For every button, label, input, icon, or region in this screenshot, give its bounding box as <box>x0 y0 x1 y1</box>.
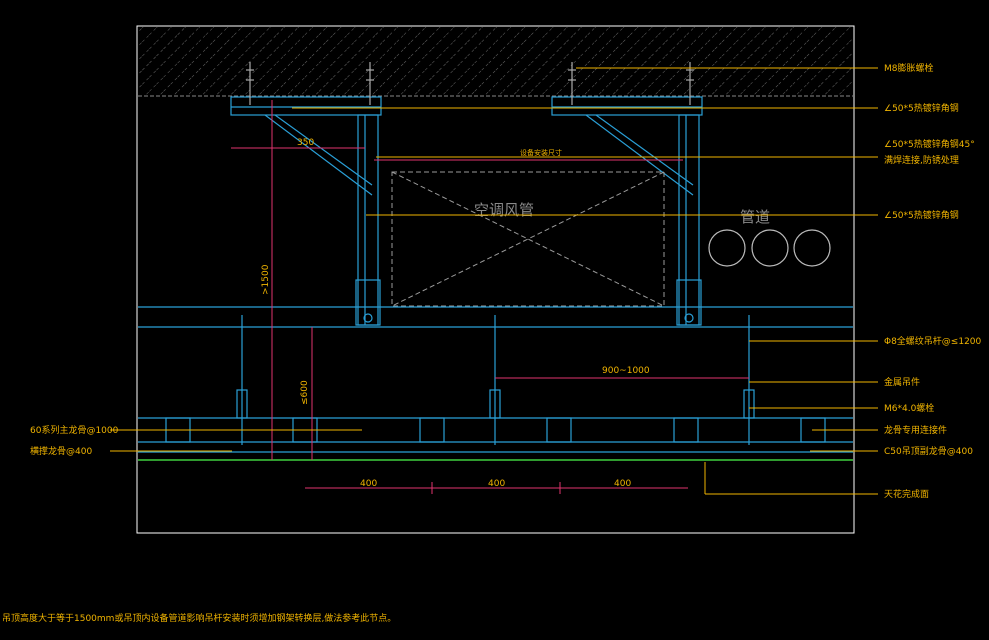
label-angle-steel-45-2: 满焊连接,防锈处理 <box>884 154 959 166</box>
label-threaded-rod: Φ8全螺纹吊杆@≤1200 <box>884 335 982 347</box>
dim-height-over: >1500 <box>261 264 271 295</box>
dimension-lines <box>231 100 749 494</box>
label-c50-keel: C50吊顶副龙骨@400 <box>884 445 973 457</box>
air-duct <box>391 171 665 307</box>
dim-keel-2: 400 <box>488 479 505 489</box>
pipes <box>708 229 831 267</box>
pipe-label: 管道 <box>740 208 770 226</box>
label-angle-steel-top: ∠50*5热镀锌角钢 <box>884 102 959 114</box>
anchor-bolts <box>246 62 694 105</box>
label-angle-steel-mid: ∠50*5热镀锌角钢 <box>884 209 959 221</box>
label-angle-steel-45: ∠50*5热镀锌角钢45° <box>884 138 975 150</box>
dim-duct-top: 设备安装尺寸 <box>520 148 562 157</box>
label-anchor-bolt: M8膨胀螺栓 <box>884 62 934 74</box>
right-steel-frame <box>551 96 703 326</box>
hanger-rods <box>236 315 755 445</box>
dim-bracket-offset: 350 <box>297 138 314 148</box>
duct-label: 空调风管 <box>474 201 534 219</box>
label-cross-keel: 横撑龙骨@400 <box>30 445 92 457</box>
label-main-keel: 60系列主龙骨@1000 <box>30 424 119 436</box>
drawing-frame <box>136 25 855 534</box>
label-metal-hanger: 金属吊件 <box>884 376 920 388</box>
footnote: 吊顶高度大于等于1500mm或吊顶内设备管道影响吊杆安装时须增加钢架转换层,做法… <box>2 612 396 624</box>
dim-hanger-height: ≤600 <box>300 380 310 405</box>
dim-hanger-spacing: 900~1000 <box>602 366 650 376</box>
dim-keel-3: 400 <box>614 479 631 489</box>
label-ceiling-finish: 天花完成面 <box>884 488 929 500</box>
left-steel-frame <box>230 96 382 326</box>
label-nut: M6*4.0螺栓 <box>884 402 934 414</box>
leader-lines <box>110 67 878 495</box>
label-keel-connector: 龙骨专用连接件 <box>884 424 947 436</box>
dim-keel-1: 400 <box>360 479 377 489</box>
concrete-slab <box>138 27 853 96</box>
